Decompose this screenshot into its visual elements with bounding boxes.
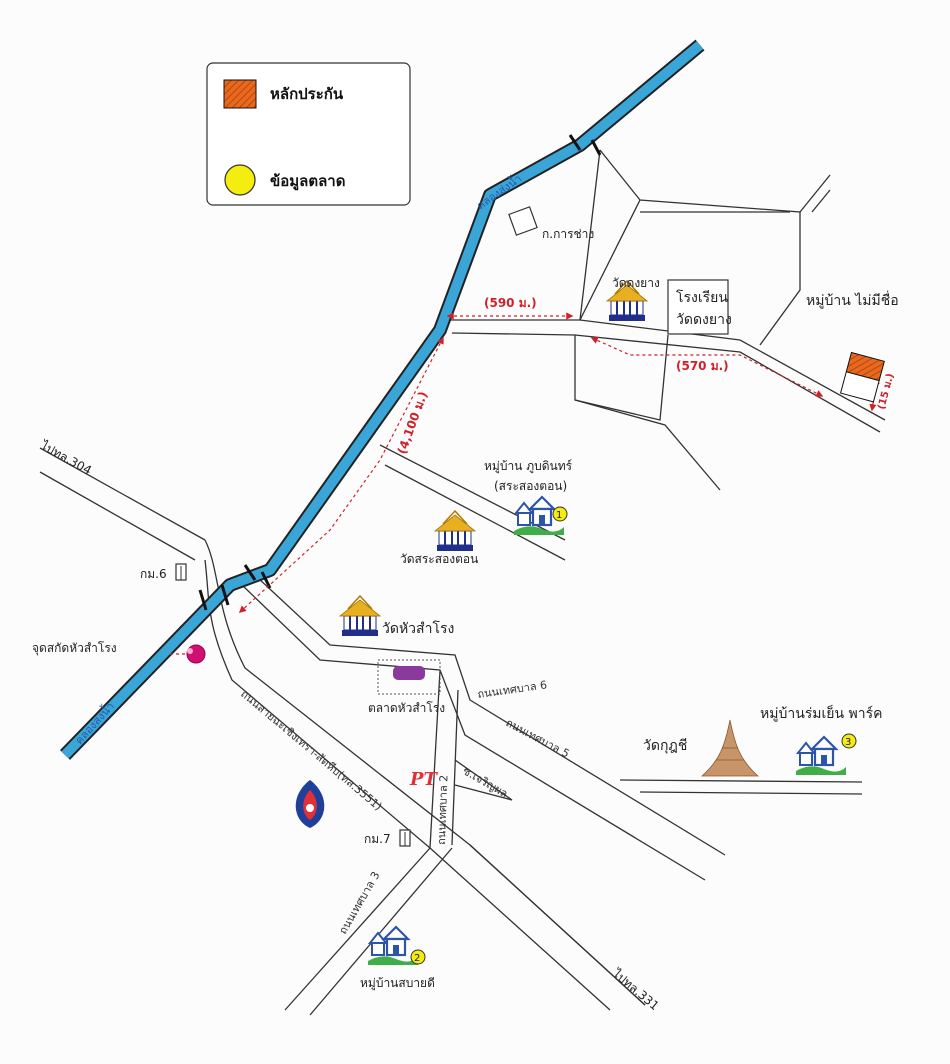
village1-line2: (สระสองตอน) [494,479,567,493]
distance-590: (590 ม.) [484,296,537,310]
village3-label: หมู่บ้านร่มเย็น พาร์ค [760,704,883,722]
market-legend-swatch [224,164,256,196]
location-point-label: จุดสกัดหัวสำโรง [32,641,117,656]
legend: หลักประกัน ข้อมูลตลาด [206,62,411,206]
distance-lines [170,312,880,655]
market-marker-2 [410,949,426,965]
distance-570: (570 ม.) [676,359,729,373]
wat-huasamrong-label: วัดหัวสำโรง [382,620,454,637]
km6-label: กม.6 [140,567,167,581]
km6-post-icon [175,563,187,581]
wat-dongyang-label: วัดดงยาง [612,276,660,290]
collateral-plot [839,351,885,403]
wat-kutchi-pagoda-icon [700,719,760,777]
wat-srasongton-label: วัดสระสองตอน [400,552,478,566]
school-line2: วัดดงยาง [676,312,732,328]
location-point-marker [186,644,206,664]
market-marker-1-label: 1 [556,510,562,521]
collateral-legend-label: หลักประกัน [270,85,344,103]
km7-post-icon [399,829,411,847]
village-no-name-label: หมู่บ้าน ไม่มีชื่อ [806,291,899,309]
roads [39,149,886,1016]
market-icon [393,666,425,680]
market-marker-2-label: 2 [414,953,420,964]
market-marker-1 [552,506,568,522]
km7-label: กม.7 [364,832,391,846]
dept-works-building [508,206,538,236]
market-marker-3 [841,733,857,749]
wat-kutchi-label: วัดกุฎชี [643,738,687,754]
market-marker-3-label: 3 [845,737,851,748]
village2-label: หมู่บ้านสบายดี [360,976,435,991]
school-line1: โรงเรียน [676,289,728,306]
school-box [667,279,729,335]
pt-station-logo: PT [409,769,439,790]
location-point-dot [187,648,193,654]
ptt-station-icon [295,780,325,828]
market-huasamrong-label: ตลาดหัวสำโรง [368,701,445,715]
market-legend-label: ข้อมูลตลาด [270,172,345,191]
dept-works-label: ก.การช่าง [542,227,594,241]
collateral-legend-swatch [223,79,257,109]
road-tesaban2-label: ถนนเทศบาล 2 [435,775,450,846]
village1-line1: หมู่บ้าน ภูบดินทร์ [484,459,573,474]
